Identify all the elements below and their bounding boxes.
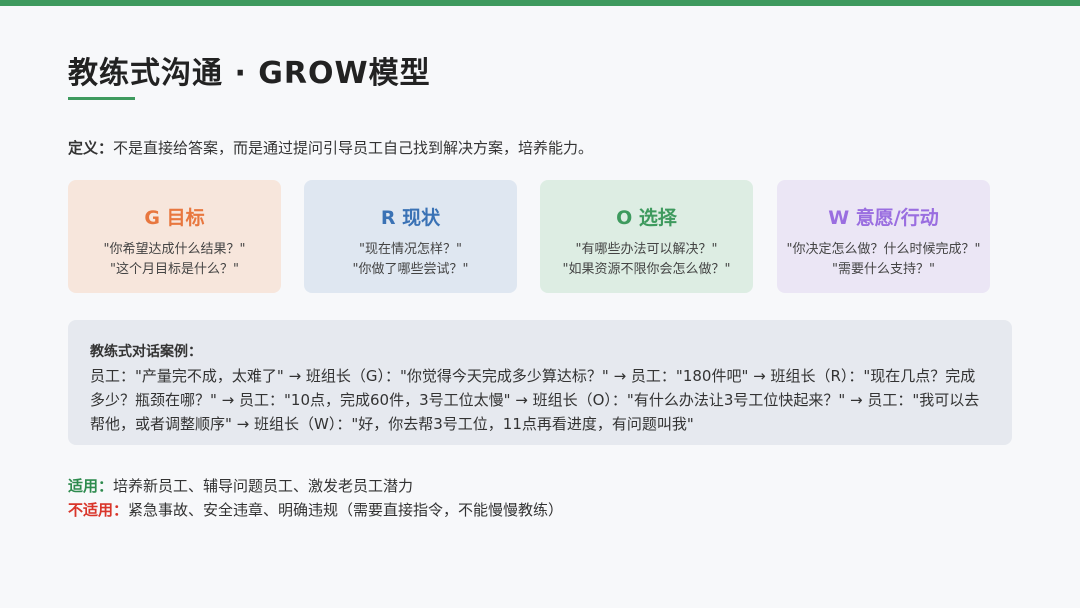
card-question: "现在情况怎样？" bbox=[359, 242, 462, 257]
title-underline bbox=[68, 97, 135, 100]
card-title: G 目标 bbox=[144, 207, 205, 229]
definition-label: 定义： bbox=[68, 139, 114, 157]
card-question: "你做了哪些尝试？" bbox=[352, 262, 469, 277]
card-question: "你希望达成什么结果？" bbox=[103, 242, 246, 257]
applicable-line: 适用：培养新员工、辅导问题员工、激发老员工潜力 bbox=[68, 474, 563, 498]
case-title: 教练式对话案例： bbox=[90, 344, 202, 360]
not-applicable-line: 不适用：紧急事故、安全违章、明确违规（需要直接指令，不能慢慢教练） bbox=[68, 498, 563, 522]
card-title: W 意愿/行动 bbox=[828, 207, 939, 229]
grow-card-options: O 选择 "有哪些办法可以解决？" "如果资源不限你会怎么做？" bbox=[540, 180, 753, 293]
card-question: "有哪些办法可以解决？" bbox=[575, 242, 718, 257]
not-applicable-label: 不适用： bbox=[68, 501, 129, 519]
card-question: "这个月目标是什么？" bbox=[110, 262, 239, 277]
definition-text: 不是直接给答案，而是通过提问引导员工自己找到解决方案，培养能力。 bbox=[113, 139, 594, 157]
grow-card-reality: R 现状 "现在情况怎样？" "你做了哪些尝试？" bbox=[304, 180, 517, 293]
card-title: R 现状 bbox=[380, 207, 441, 229]
applicability: 适用：培养新员工、辅导问题员工、激发老员工潜力 不适用：紧急事故、安全违章、明确… bbox=[68, 474, 563, 522]
card-question: "如果资源不限你会怎么做？" bbox=[562, 262, 731, 277]
grow-card-will: W 意愿/行动 "你决定怎么做？什么时候完成？" "需要什么支持？" bbox=[777, 180, 990, 293]
definition: 定义：不是直接给答案，而是通过提问引导员工自己找到解决方案，培养能力。 bbox=[68, 137, 593, 158]
card-question: "需要什么支持？" bbox=[832, 262, 935, 277]
not-applicable-text: 紧急事故、安全违章、明确违规（需要直接指令，不能慢慢教练） bbox=[128, 501, 564, 519]
case-example-box: 教练式对话案例： 员工："产量完不成，太难了" → 班组长（G）："你觉得今天完… bbox=[68, 320, 1012, 445]
grow-card-goal: G 目标 "你希望达成什么结果？" "这个月目标是什么？" bbox=[68, 180, 281, 293]
applicable-label: 适用： bbox=[68, 477, 114, 495]
card-title: O 选择 bbox=[616, 207, 677, 229]
card-question: "你决定怎么做？什么时候完成？" bbox=[786, 242, 981, 257]
page-title: 教练式沟通 · GROW模型 bbox=[68, 56, 431, 91]
top-accent-bar bbox=[0, 0, 1080, 6]
case-dialogue: 员工："产量完不成，太难了" → 班组长（G）："你觉得今天完成多少算达标？" … bbox=[90, 367, 980, 433]
applicable-text: 培养新员工、辅导问题员工、激发老员工潜力 bbox=[113, 477, 414, 495]
